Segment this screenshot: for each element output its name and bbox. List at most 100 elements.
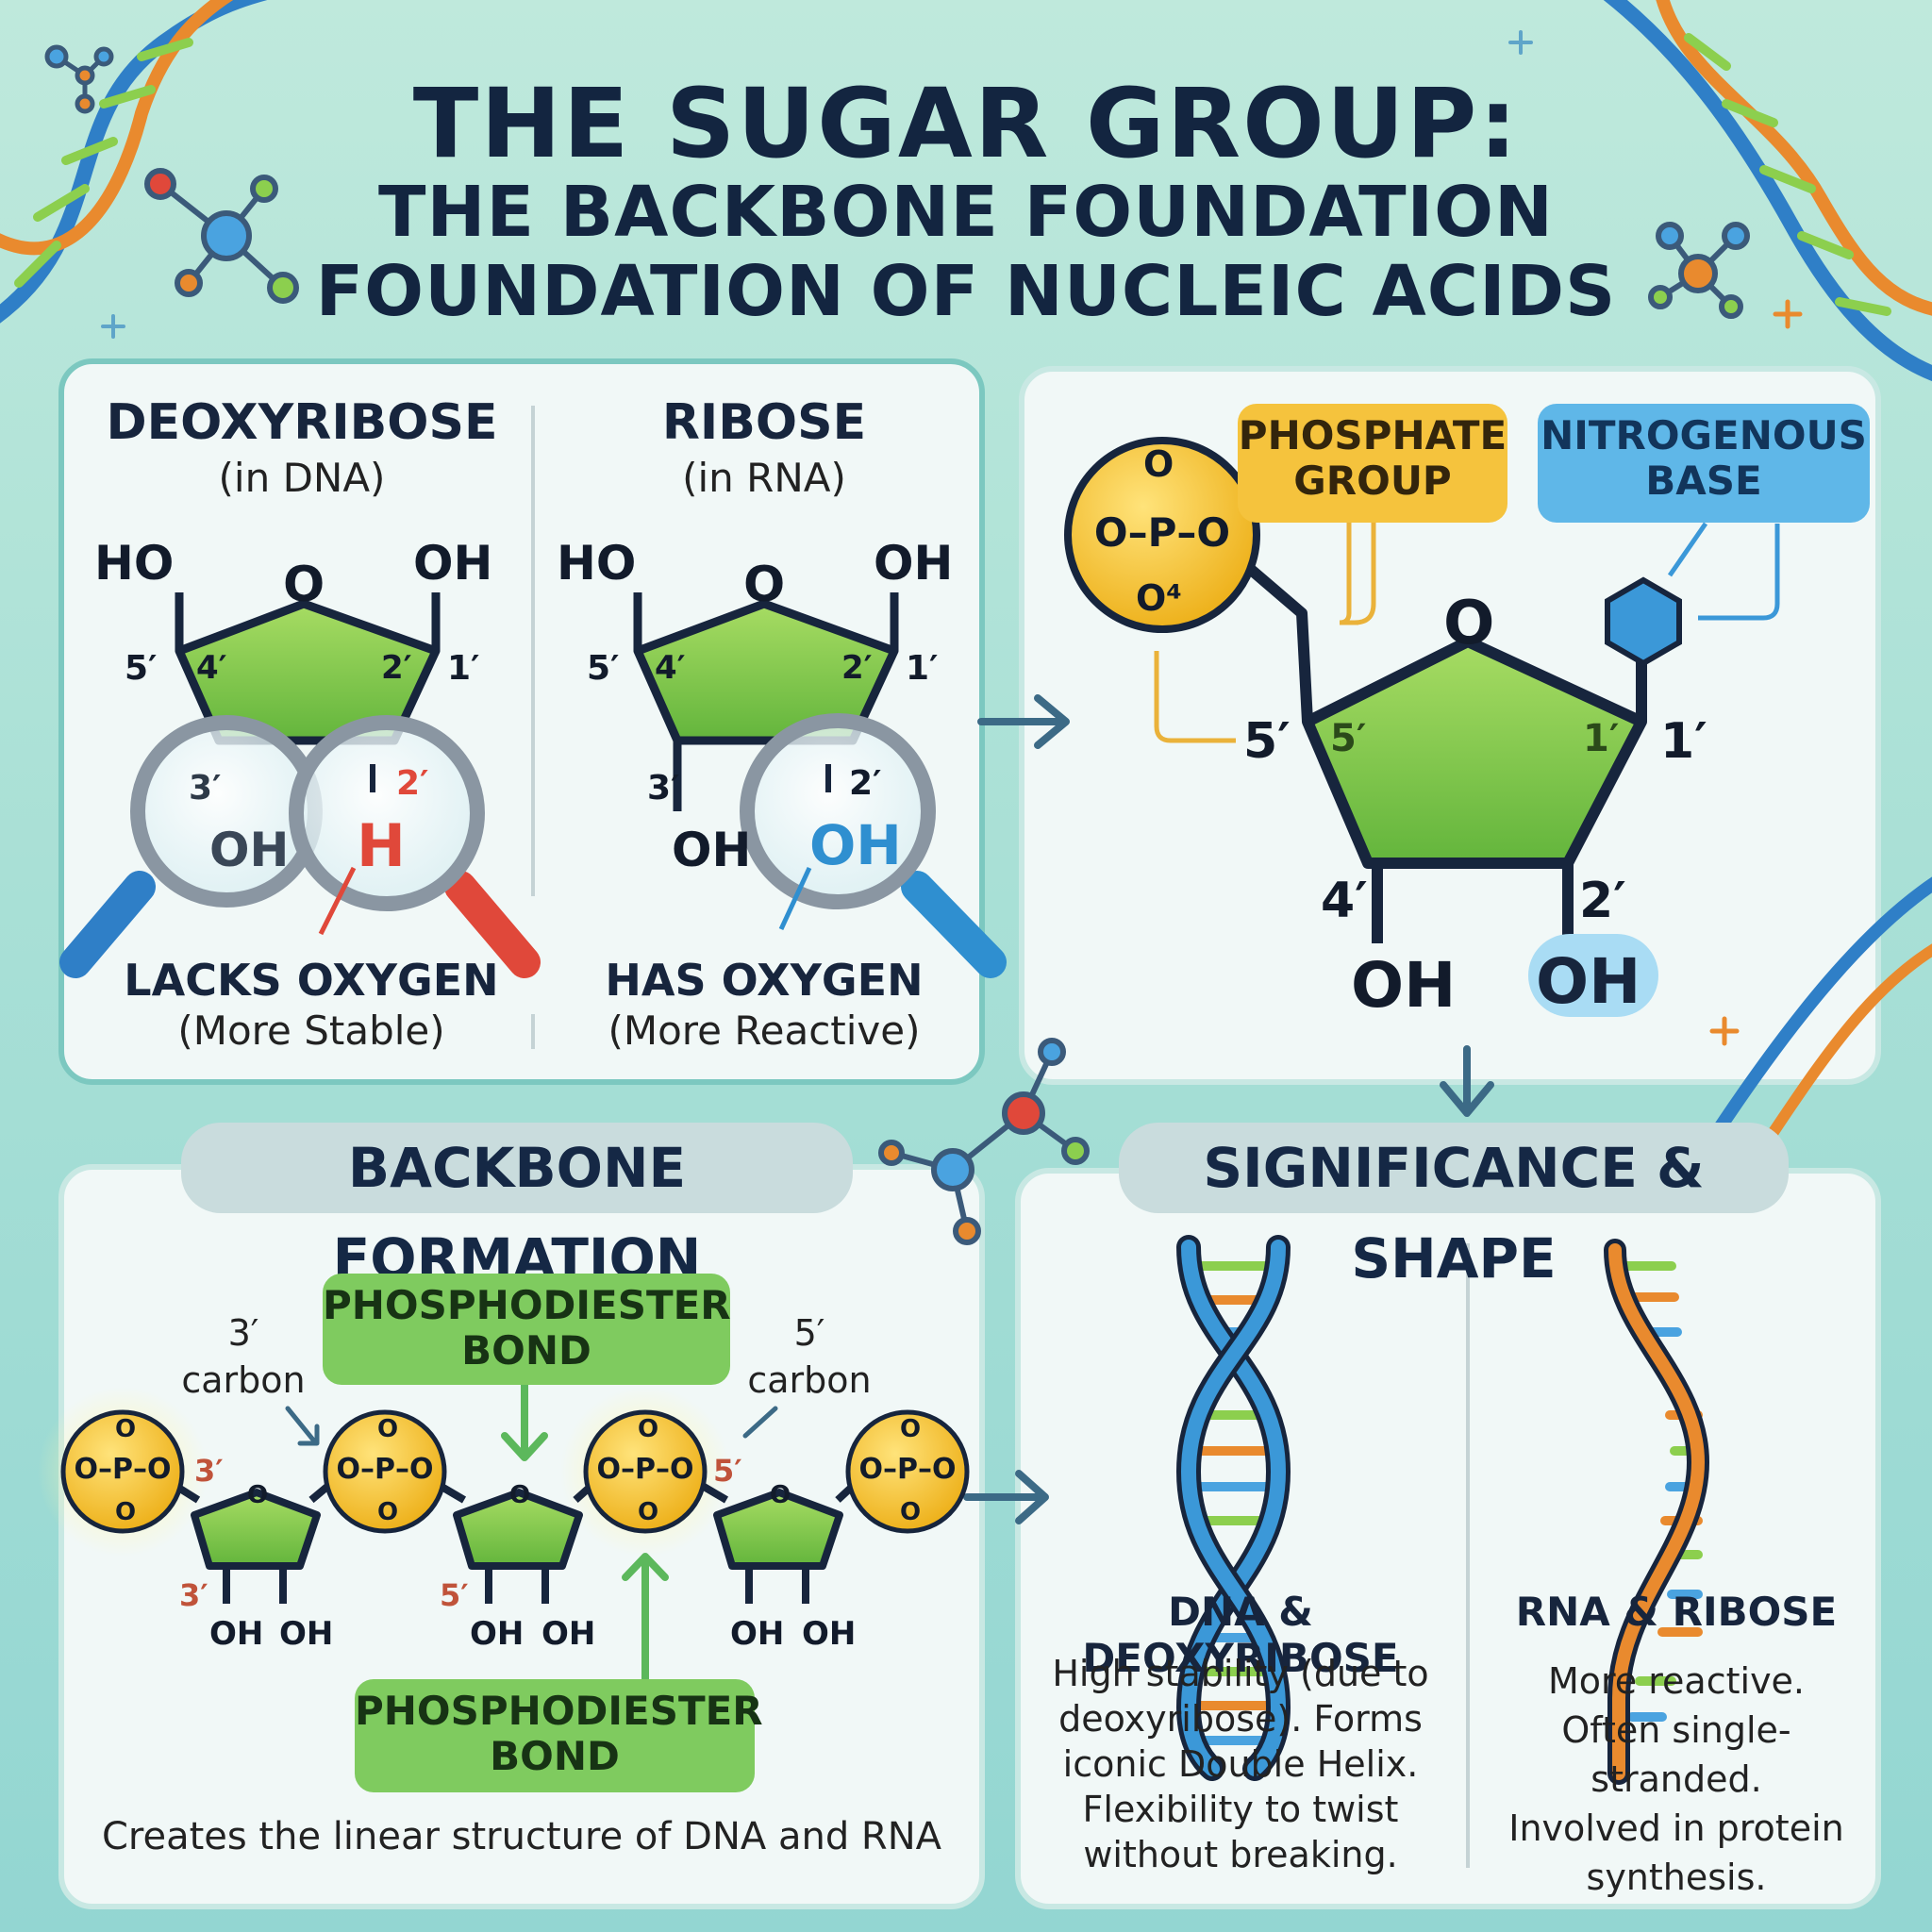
phosphodiester-bond-label-top: PHOSPHODIESTER BOND — [323, 1274, 731, 1385]
backbone-mark-3prime-lower: 3′ — [179, 1577, 208, 1613]
backbone-phosphate-o: O — [115, 1415, 137, 1443]
nucleotide-c5-inner: 5′ — [1330, 717, 1367, 760]
magnifier-2prime-ribose-icon — [740, 713, 1007, 978]
ribose-mag-2prime: 2′ — [849, 764, 882, 803]
backbone-formation-heading: BACKBONE FORMATION — [181, 1123, 853, 1291]
backbone-phosphate-o: O — [900, 1415, 922, 1443]
rna-description-line: synthesis. — [1586, 1857, 1767, 1898]
backbone-phosphate-4-label: O–P–O — [858, 1453, 957, 1486]
phosphate-sphere-icon — [1064, 437, 1260, 633]
backbone-phosphate-o: O — [638, 1498, 659, 1526]
rna-title: RNA & RIBOSE — [1515, 1589, 1838, 1635]
significance-panel — [1015, 1168, 1881, 1909]
molecule-icon — [878, 1038, 1090, 1245]
page-title: THE SUGAR GROUP: — [412, 68, 1520, 180]
backbone-phosphate-2-label: O–P–O — [336, 1453, 434, 1486]
phosphate-o-bottom: O⁴ — [1136, 577, 1182, 619]
rna-description-line: Often single-stranded. — [1561, 1709, 1791, 1800]
backbone-mark-3prime: 3′ — [194, 1453, 224, 1489]
rna-description: More reactive. Often single-stranded. In… — [1483, 1657, 1870, 1902]
corner-helix-right-icon — [1710, 876, 1932, 1139]
ribose-ho-label: HO — [557, 536, 637, 591]
backbone-oh-label: OH — [209, 1615, 264, 1653]
rna-description-line: More reactive. — [1547, 1660, 1806, 1702]
deoxy-ho-label: HO — [94, 536, 175, 591]
ribose-c1-label: 1′ — [906, 649, 939, 688]
molecule-icon — [44, 44, 114, 114]
ribose-context: (in RNA) — [682, 455, 846, 501]
phosphate-group-label: PHOSPHATE GROUP — [1238, 404, 1507, 523]
ribose-c4-label: 4′ — [655, 649, 686, 687]
dna-description-line: Flexibility to twist — [1082, 1789, 1399, 1830]
backbone-phosphate-o: O — [638, 1415, 659, 1443]
ribose-note: (More Reactive) — [608, 1008, 921, 1054]
deoxy-c5-label: 5′ — [125, 649, 158, 688]
rna-description-line: Involved in protein — [1508, 1807, 1844, 1849]
magnifier-2prime-deoxy-icon — [289, 715, 541, 978]
phosphate-o-top: O — [1143, 443, 1174, 485]
deoxy-3prime-oh: OH — [209, 823, 290, 877]
ribose-c3-label: 3′ — [647, 769, 680, 808]
deoxyribose-title: DEOXYRIBOSE — [106, 394, 498, 451]
deoxy-mag-2prime: 2′ — [396, 764, 429, 803]
nucleotide-c4-label: 4′ — [1321, 873, 1368, 929]
dna-description-line: deoxyribose). Forms — [1058, 1698, 1423, 1740]
ribose-3prime-oh: OH — [672, 823, 752, 877]
dna-double-helix-icon — [1175, 1235, 1291, 1781]
molecule-icon — [144, 168, 299, 304]
sparkle-icon — [101, 30, 1533, 339]
ribose-c2-label: 2′ — [841, 649, 873, 687]
corner-helix-top-left-icon — [0, 0, 268, 324]
magnifier-3prime-icon — [59, 715, 323, 978]
nucleotide-ring — [1232, 552, 1647, 943]
ribose-c5-label: 5′ — [587, 649, 620, 688]
backbone-sugar-oxygen: O — [509, 1481, 531, 1509]
ribose-caption: HAS OXYGEN — [605, 955, 924, 1006]
backbone-sugar-oxygen: O — [770, 1481, 791, 1509]
ribose-title: RIBOSE — [661, 394, 867, 451]
five-prime-carbon-label: 5′ carbon — [747, 1312, 872, 1401]
backbone-phosphate-o: O — [900, 1498, 922, 1526]
backbone-phosphate-o: O — [115, 1498, 137, 1526]
molecule-icon — [1648, 222, 1750, 319]
deoxy-ring-oxygen: O — [283, 557, 325, 613]
deoxyribose-context: (in DNA) — [218, 455, 386, 501]
backbone-oh-label: OH — [470, 1615, 525, 1653]
dna-description-line: High stability (due to — [1052, 1653, 1429, 1694]
backbone-arrows — [285, 1378, 778, 1688]
nucleotide-c2-label: 2′ — [1579, 873, 1626, 929]
deoxy-note: (More Stable) — [177, 1008, 445, 1054]
deoxyribose-ring — [175, 592, 441, 745]
nucleotide-ring-oxygen: O — [1443, 589, 1495, 658]
backbone-sugar-1 — [191, 1489, 321, 1604]
deoxy-caption: LACKS OXYGEN — [124, 955, 499, 1006]
backbone-oh-label: OH — [730, 1615, 785, 1653]
dna-description-line: without breaking. — [1083, 1834, 1398, 1875]
deoxy-oh-label: OH — [413, 536, 493, 591]
corner-helix-top-right-icon — [1603, 0, 1932, 382]
ribose-ring-oxygen: O — [743, 557, 786, 613]
phosphodiester-bond-label-bottom: PHOSPHODIESTER BOND — [355, 1679, 763, 1792]
dna-title: DNA & DEOXYRIBOSE — [1082, 1589, 1399, 1681]
deoxy-c2-label: 2′ — [381, 649, 412, 687]
nitrogenous-base-label: NITROGENOUS BASE — [1538, 404, 1870, 523]
nucleotide-c1-outer: 1′ — [1660, 713, 1707, 770]
backbone-phosphate-1-label: O–P–O — [74, 1453, 172, 1486]
nucleotide-oh-4prime: OH — [1351, 949, 1457, 1022]
dna-description-line: iconic Double Helix. — [1062, 1743, 1419, 1785]
backbone-caption: Creates the linear structure of DNA and … — [101, 1815, 942, 1858]
highlight-oh-badge — [1528, 934, 1658, 1017]
arrow-icon — [963, 694, 1494, 1524]
backbone-oh-label: OH — [802, 1615, 857, 1653]
backbone-phosphates — [60, 1409, 970, 1534]
page-subtitle-line-2: FOUNDATION OF NUCLEIC ACIDS — [315, 251, 1617, 332]
backbone-phosphate-o: O — [377, 1415, 399, 1443]
backbone-phosphate-o: O — [377, 1498, 399, 1526]
backbone-sugar-2 — [453, 1489, 583, 1604]
backbone-oh-label: OH — [541, 1615, 596, 1653]
deoxy-2prime-hydrogen: H — [357, 811, 406, 880]
nucleotide-c1-inner: 1′ — [1583, 717, 1620, 760]
three-prime-carbon-label: 3′ carbon — [181, 1312, 306, 1401]
deoxy-c4-label: 4′ — [196, 649, 227, 687]
